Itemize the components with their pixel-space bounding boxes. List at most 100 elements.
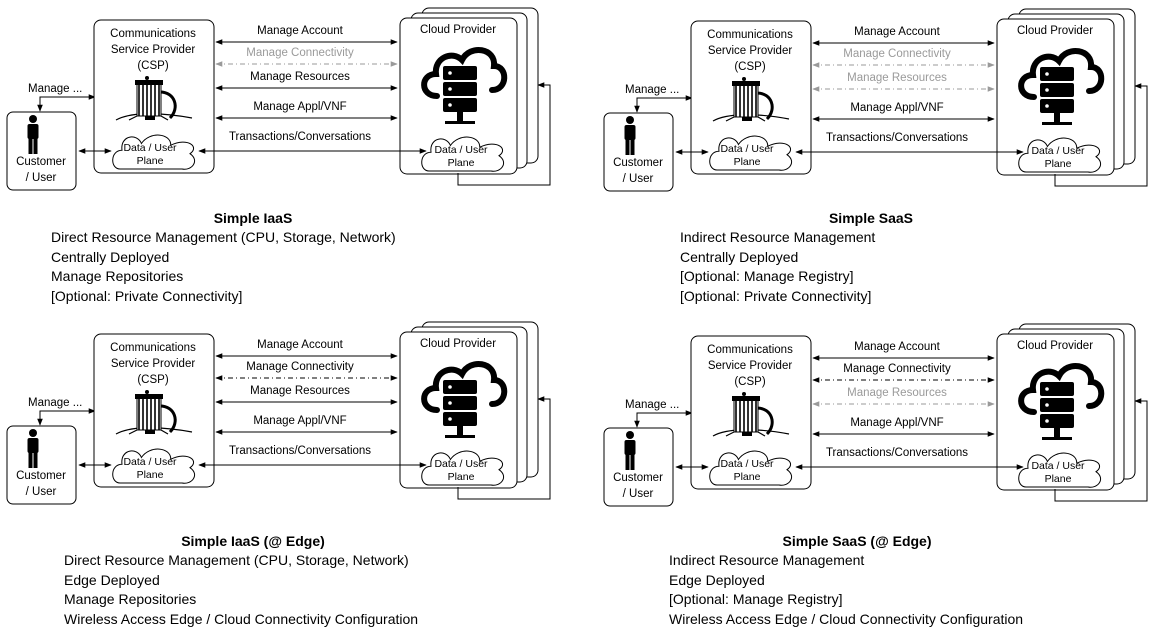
panel-title-text: Simple SaaS: [828, 210, 914, 226]
arrow-manage-appl: Manage Appl/VNF: [215, 415, 398, 435]
feedback-arrow: [1054, 83, 1148, 187]
label-transactions: Transactions/Conversations: [826, 132, 968, 144]
person-icon: [27, 429, 39, 468]
arrow-manage-connectivity: Manage Connectivity: [215, 47, 398, 67]
panel-description: Direct Resource Management (CPU, Storage…: [51, 228, 396, 306]
csp-label-3: (CSP): [137, 60, 168, 72]
manage-short-label: Manage ...: [625, 399, 679, 411]
csp-label: Communications: [110, 342, 196, 354]
arrow-transactions: Transactions/Conversations: [198, 131, 427, 154]
panel-title-text: Simple IaaS (@ Edge): [181, 533, 325, 549]
manage-arrow: [634, 95, 693, 113]
customer-box: Customer/ User: [6, 425, 77, 505]
label-manage-appl: Manage Appl/VNF: [850, 417, 943, 429]
csp-label-3: (CSP): [137, 374, 168, 386]
csp-label-2: Service Provider: [708, 360, 793, 372]
label-manage-account: Manage Account: [257, 339, 343, 351]
label-transactions: Transactions/Conversations: [229, 445, 371, 457]
csp-label-3: (CSP): [734, 376, 765, 388]
panel-title: Simple SaaS (@ Edge): [707, 532, 1007, 552]
description-line: [Optional: Private Connectivity]: [680, 287, 872, 304]
csp-label: Communications: [110, 28, 196, 40]
cloud-server-icon: [421, 361, 508, 438]
plane-label: Data / User: [123, 456, 177, 468]
customer-label-sub: / User: [623, 488, 654, 500]
csp-label: Communications: [707, 29, 793, 41]
customer-box: Customer / User: [6, 111, 77, 191]
description-line: Manage Repositories: [64, 591, 197, 607]
description-line: Manage Repositories: [51, 268, 184, 284]
description-line: Edge Deployed: [669, 571, 765, 588]
cloud-provider-label: Cloud Provider: [1017, 25, 1093, 37]
arrow-manage-account: Manage Account: [215, 25, 398, 45]
arrow-transactions: Transactions/Conversations: [795, 447, 1024, 470]
arrow-transactions: Transactions/Conversations: [795, 132, 1024, 155]
arrow-manage-connectivity: Manage Connectivity: [812, 363, 995, 383]
plane-label: Data / User: [1031, 460, 1085, 472]
arrow-manage-connectivity: Manage Connectivity: [215, 361, 398, 381]
manage-arrow: [37, 408, 96, 426]
customer-label-sub: / User: [623, 173, 654, 185]
cloud-server-icon: [1018, 363, 1105, 440]
customer-box: Customer/ User: [603, 427, 674, 507]
customer-label: Customer: [16, 470, 66, 482]
cloud-provider-label: Cloud Provider: [420, 338, 496, 350]
cloud-server-icon: [1018, 48, 1105, 125]
plane-label-2: Plane: [448, 471, 475, 483]
arrow-manage-resources: Manage Resources: [215, 71, 398, 91]
arrow-manage-account: Manage Account: [812, 26, 995, 46]
customer-label: Customer: [16, 156, 66, 168]
label-manage-connectivity: Manage Connectivity: [246, 361, 354, 373]
customer-box: Customer/ User: [603, 112, 674, 192]
arrow-manage-appl: Manage Appl/VNF: [812, 102, 995, 122]
cloud-provider-label: Cloud Provider: [1017, 340, 1093, 352]
plane-label-2: Plane: [734, 156, 761, 168]
plane-label: Data / User: [720, 458, 774, 470]
csp-label-2: Service Provider: [708, 45, 793, 57]
plane-label-2: Plane: [1045, 473, 1072, 485]
label-manage-account: Manage Account: [257, 25, 343, 37]
plane-label: Data / User: [720, 143, 774, 155]
label-manage-account: Manage Account: [854, 341, 940, 353]
description-line: Wireless Access Edge / Cloud Connectivit…: [64, 610, 419, 627]
arrow-manage-connectivity: Manage Connectivity: [812, 48, 995, 68]
plane-label: Data / User: [434, 144, 488, 156]
plane-label-2: Plane: [137, 469, 164, 481]
plane-label-2: Plane: [448, 157, 475, 169]
arrow-manage-resources: Manage Resources: [215, 385, 398, 405]
cell-tower-icon: [115, 390, 193, 435]
label-transactions: Transactions/Conversations: [229, 131, 371, 143]
plane-label-2: Plane: [734, 471, 761, 483]
customer-label-sub: / User: [26, 172, 57, 184]
plane-label: Data / User: [1031, 145, 1085, 157]
description-line: Edge Deployed: [64, 571, 160, 588]
description-line: Direct Resource Management (CPU, Storage…: [64, 552, 409, 568]
cell-tower-icon: [712, 392, 790, 437]
description-line: Centrally Deployed: [680, 248, 799, 265]
manage-arrow: [37, 94, 96, 112]
label-manage-connectivity: Manage Connectivity: [843, 48, 951, 60]
label-transactions: Transactions/Conversations: [826, 447, 968, 459]
cell-tower-icon: [712, 77, 790, 122]
label-manage-resources: Manage Resources: [250, 385, 350, 397]
panel-description: Direct Resource Management (CPU, Storage…: [64, 551, 418, 629]
feedback-arrow: [457, 396, 551, 500]
description-line: [Optional: Manage Registry]: [669, 591, 843, 607]
plane-label-2: Plane: [1045, 158, 1072, 170]
description-line: Wireless Access Edge / Cloud Connectivit…: [669, 610, 1024, 627]
